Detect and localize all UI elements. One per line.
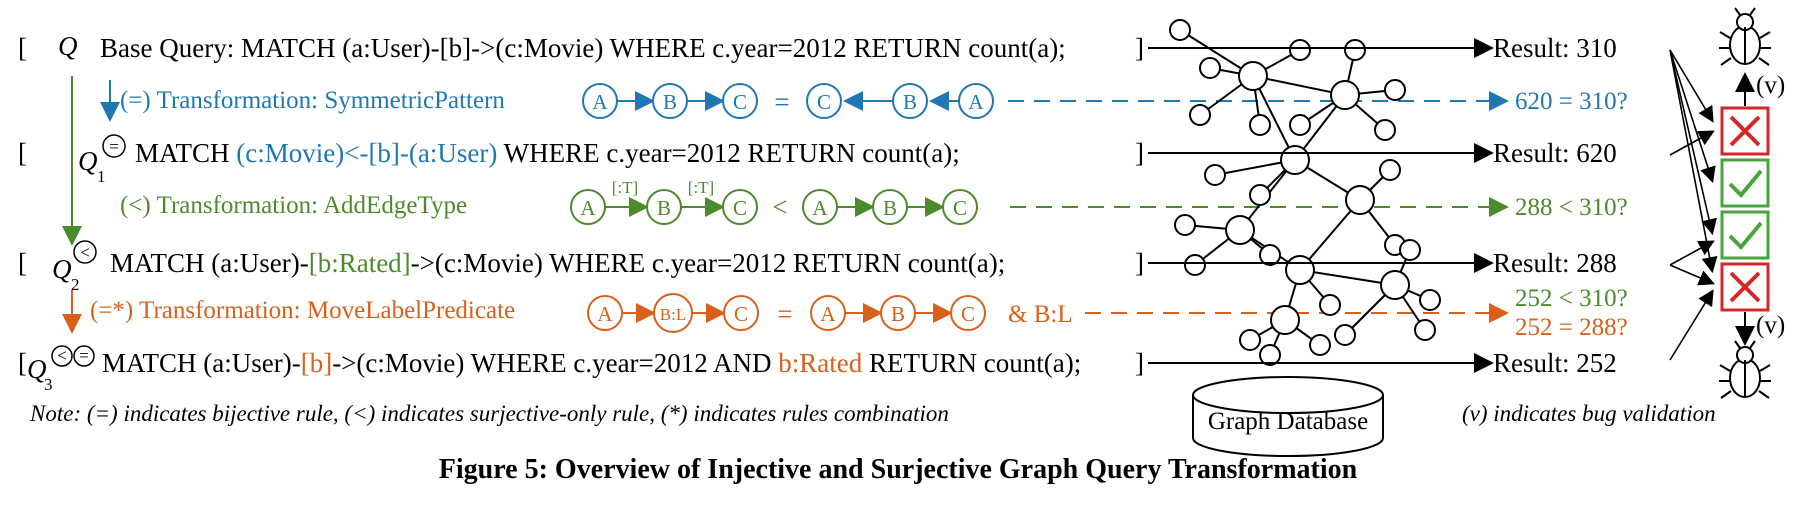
q3-symbol: Q bbox=[27, 354, 47, 384]
check3a-text: 252 < 310? bbox=[1515, 285, 1628, 312]
node-a-label: A bbox=[580, 196, 596, 220]
q3-highlight2: b:Rated bbox=[778, 348, 862, 378]
node-c-label: C bbox=[733, 196, 747, 220]
bracket-open: [ bbox=[18, 348, 27, 378]
q2-pre: MATCH (a:User)- bbox=[110, 248, 309, 278]
q1-line: MATCH (c:Movie)<-[b]-(a:User) WHERE c.ye… bbox=[135, 138, 960, 168]
q1-highlight: (c:Movie)<-[b]-(a:User) bbox=[236, 138, 497, 168]
node-c bbox=[722, 189, 758, 225]
node-a-label: A bbox=[820, 302, 836, 326]
verdict-arrows bbox=[1669, 49, 1718, 361]
q2-sup-circle bbox=[73, 240, 97, 264]
node-b-label: B bbox=[883, 196, 897, 220]
node-b-label: B bbox=[891, 302, 905, 326]
node-a-label: A bbox=[597, 302, 613, 326]
bracket-close: ] bbox=[1135, 248, 1144, 278]
pattern2: A [:T] B [:T] C < A B C bbox=[570, 178, 978, 225]
edge-label: [:T] bbox=[688, 178, 714, 197]
transform1-label: (=) Transformation: SymmetricPattern bbox=[120, 87, 505, 114]
transform3-label: (=*) Transformation: MoveLabelPredicate bbox=[90, 297, 515, 324]
q1-symbol: Q bbox=[78, 146, 98, 176]
check3b-text: 252 = 288? bbox=[1515, 314, 1628, 341]
node-c bbox=[942, 189, 978, 225]
q2-symbol: Q bbox=[52, 254, 72, 284]
figure-caption: Figure 5: Overview of Injective and Surj… bbox=[439, 454, 1358, 485]
q0-text: Base Query: MATCH (a:User)-[b]->(c:Movie… bbox=[100, 33, 1066, 63]
op-lt: < bbox=[772, 192, 787, 222]
validation-label-top: (v) bbox=[1756, 72, 1785, 99]
note-text: Note: (=) indicates bijective rule, (<) … bbox=[29, 401, 949, 426]
pattern1: A B C = C B A bbox=[582, 83, 994, 119]
result-3: Result: 252 bbox=[1493, 348, 1617, 378]
result-0: Result: 310 bbox=[1493, 33, 1617, 63]
bracket-close: ] bbox=[1135, 33, 1144, 63]
q1-sup: = bbox=[109, 137, 119, 156]
node-b-label: B bbox=[663, 90, 677, 114]
node-b bbox=[892, 83, 928, 119]
pattern3: A B:L C = A B C & B:L bbox=[587, 293, 1073, 333]
q3-sup-circle-lt bbox=[51, 345, 73, 367]
q3-sub: 3 bbox=[44, 375, 53, 394]
q0-symbol: Q bbox=[58, 31, 78, 61]
verdict-fail-2 bbox=[1720, 262, 1770, 312]
q3-line: MATCH (a:User)-[b]->(c:Movie) WHERE c.ye… bbox=[102, 348, 1081, 378]
transform2-label: (<) Transformation: AddEdgeType bbox=[120, 192, 467, 219]
graph-database: Graph Database bbox=[1192, 376, 1384, 457]
node-b-label: B bbox=[657, 196, 671, 220]
bug-icon bbox=[1719, 7, 1771, 66]
q1-post: WHERE c.year=2012 RETURN count(a); bbox=[497, 138, 959, 168]
db-label: Graph Database bbox=[1208, 408, 1368, 435]
q3-post: RETURN count(a); bbox=[862, 348, 1081, 378]
note-right: (v) indicates bug validation bbox=[1462, 401, 1716, 426]
node-b-label: B bbox=[903, 90, 917, 114]
node-c-label: C bbox=[734, 302, 748, 326]
verdict-pass-1 bbox=[1720, 158, 1770, 208]
q3-sup-circle-eq bbox=[73, 345, 95, 367]
q3-sup-eq: = bbox=[79, 346, 89, 365]
q3-sup-lt: < bbox=[57, 346, 67, 365]
bracket-close: ] bbox=[1135, 348, 1144, 378]
node-c-label: C bbox=[817, 90, 831, 114]
node-c bbox=[723, 295, 759, 331]
bug-icon bbox=[1719, 340, 1771, 399]
node-c-label: C bbox=[961, 302, 975, 326]
bracket-open: [ bbox=[18, 33, 27, 63]
q3-highlight: [b] bbox=[301, 348, 332, 378]
node-a-label: A bbox=[592, 90, 608, 114]
op-eq: = bbox=[774, 87, 789, 117]
q2-line: MATCH (a:User)-[b:Rated]->(c:Movie) WHER… bbox=[110, 248, 1005, 278]
q2-sup: < bbox=[80, 243, 90, 262]
node-c bbox=[950, 295, 986, 331]
suffix-label: & B:L bbox=[1008, 301, 1073, 328]
node-c bbox=[806, 83, 842, 119]
q1-pre: MATCH bbox=[135, 138, 236, 168]
node-bl-label: B:L bbox=[660, 305, 686, 324]
node-a bbox=[958, 83, 994, 119]
q3-pre: MATCH (a:User)- bbox=[102, 348, 301, 378]
bracket-close: ] bbox=[1135, 138, 1144, 168]
result-2: Result: 288 bbox=[1493, 248, 1617, 278]
node-c-label: C bbox=[733, 90, 747, 114]
q3-mid: ->(c:Movie) WHERE c.year=2012 AND bbox=[332, 348, 778, 378]
verdict-fail-1 bbox=[1720, 106, 1770, 156]
q2-highlight: [b:Rated] bbox=[309, 248, 411, 278]
node-a-label: A bbox=[812, 196, 828, 220]
verdict-pass-2 bbox=[1720, 210, 1770, 260]
edge-label: [:T] bbox=[612, 178, 638, 197]
node-a-label: A bbox=[968, 90, 984, 114]
bracket-open: [ bbox=[18, 248, 27, 278]
check1-text: 620 = 310? bbox=[1515, 88, 1628, 115]
node-c bbox=[722, 83, 758, 119]
op-eq: = bbox=[777, 299, 792, 329]
q2-sub: 2 bbox=[71, 275, 80, 294]
node-c-label: C bbox=[953, 196, 967, 220]
result-1: Result: 620 bbox=[1493, 138, 1617, 168]
q2-post: ->(c:Movie) WHERE c.year=2012 RETURN cou… bbox=[411, 248, 1006, 278]
validation-label-bottom: (v) bbox=[1756, 312, 1785, 339]
q1-sub: 1 bbox=[97, 167, 106, 186]
bracket-open: [ bbox=[18, 138, 27, 168]
check2-text: 288 < 310? bbox=[1515, 194, 1628, 221]
q1-sup-circle bbox=[102, 134, 126, 158]
